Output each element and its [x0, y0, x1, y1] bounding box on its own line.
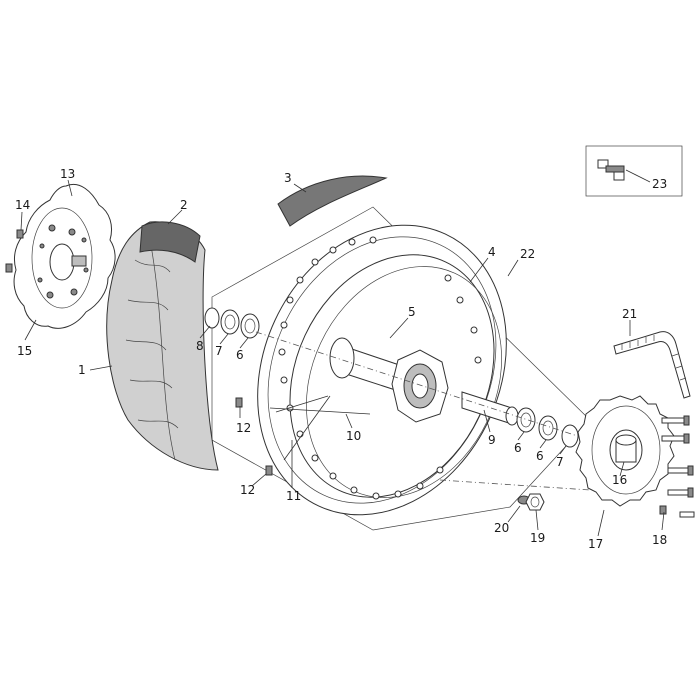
- left-bearing-set: [204, 307, 260, 339]
- callout-7-left: 7: [215, 344, 223, 358]
- callout-21: 21: [622, 307, 637, 321]
- rear-sprocket: [575, 395, 675, 507]
- callout-17: 17: [588, 537, 603, 551]
- spacer-sleeve: [461, 391, 519, 426]
- nut-and-washer: [517, 493, 545, 511]
- callout-11: 11: [286, 489, 301, 503]
- callout-2: 2: [180, 198, 188, 212]
- callout-4: 4: [488, 245, 496, 259]
- right-bearing-set: [516, 407, 579, 448]
- rim-tape: [139, 221, 201, 263]
- rim-holes: [278, 236, 482, 500]
- callout-22: 22: [520, 247, 535, 261]
- brake-disc: [13, 184, 116, 329]
- disc-bolt: [5, 229, 24, 273]
- callout-12-lower: 12: [240, 483, 255, 497]
- callout-10: 10: [346, 429, 361, 443]
- wheel-hub: [329, 337, 449, 423]
- callout-23: 23: [652, 177, 667, 191]
- callout-9: 9: [488, 433, 496, 447]
- callout-20: 20: [494, 521, 509, 535]
- rim-strip: [277, 175, 388, 227]
- callout-16: 16: [612, 473, 627, 487]
- callout-3: 3: [284, 171, 292, 185]
- callout-13: 13: [60, 167, 75, 181]
- leader-lines: [20, 169, 665, 537]
- sprocket-bolts: [659, 415, 695, 518]
- callout-1: 1: [78, 363, 86, 377]
- chain-link-inset: [585, 145, 683, 197]
- tyre: [106, 221, 219, 471]
- callout-12-upper: 12: [236, 421, 251, 435]
- callout-8: 8: [196, 339, 204, 353]
- callout-6-left: 6: [236, 348, 244, 362]
- callout-18: 18: [652, 533, 667, 547]
- spoke-nipples: [235, 397, 273, 476]
- callout-19: 19: [530, 531, 545, 545]
- callout-6-right: 6: [536, 449, 544, 463]
- callout-7-right: 7: [556, 455, 564, 469]
- axis-line-lower: [439, 479, 591, 491]
- callout-14: 14: [15, 198, 30, 212]
- callout-15: 15: [17, 344, 32, 358]
- callout-labels: 13 14 15 1 2 3 4 22 5 8 7 6 9 10 12 12 1…: [15, 167, 667, 551]
- drive-chain: [613, 331, 691, 399]
- callout-6-mid: 6: [514, 441, 522, 455]
- callout-5: 5: [408, 305, 416, 319]
